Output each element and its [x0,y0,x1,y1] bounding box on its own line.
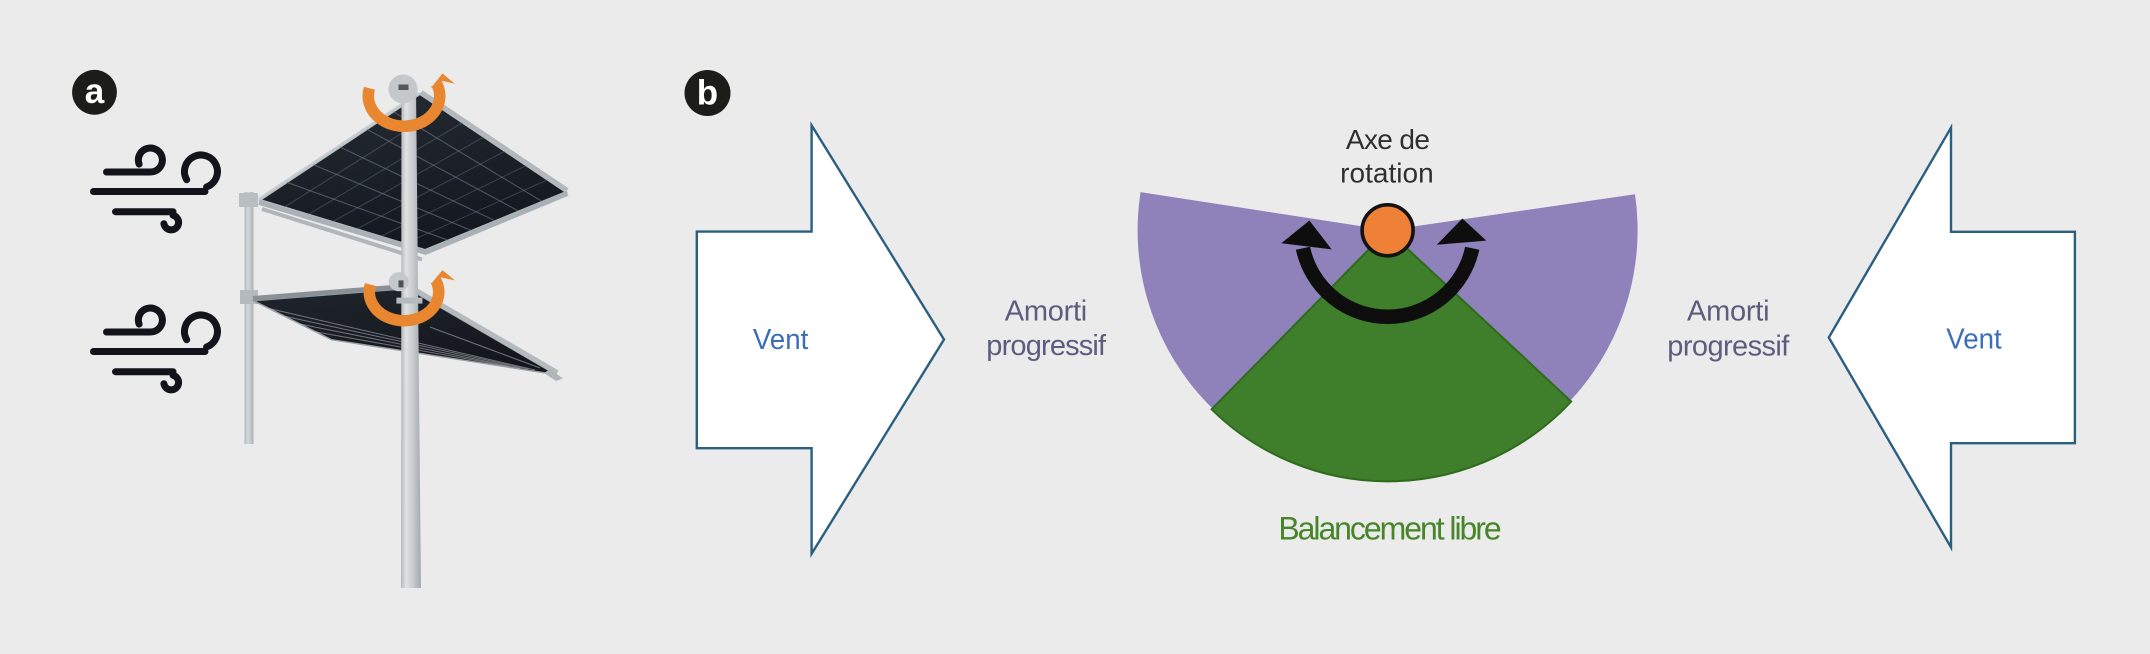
svg-text:Vent: Vent [753,324,809,356]
svg-text:progressif: progressif [986,330,1107,362]
svg-text:Amorti: Amorti [1005,295,1088,327]
svg-text:progressif: progressif [1667,331,1790,363]
svg-text:rotation: rotation [1340,157,1434,188]
svg-text:Vent: Vent [1946,324,2002,356]
svg-text:b: b [697,74,718,113]
svg-text:a: a [85,72,105,111]
svg-text:Axe de: Axe de [1346,124,1430,155]
svg-text:Balancement libre: Balancement libre [1278,510,1501,546]
svg-text:Amorti: Amorti [1687,295,1770,327]
